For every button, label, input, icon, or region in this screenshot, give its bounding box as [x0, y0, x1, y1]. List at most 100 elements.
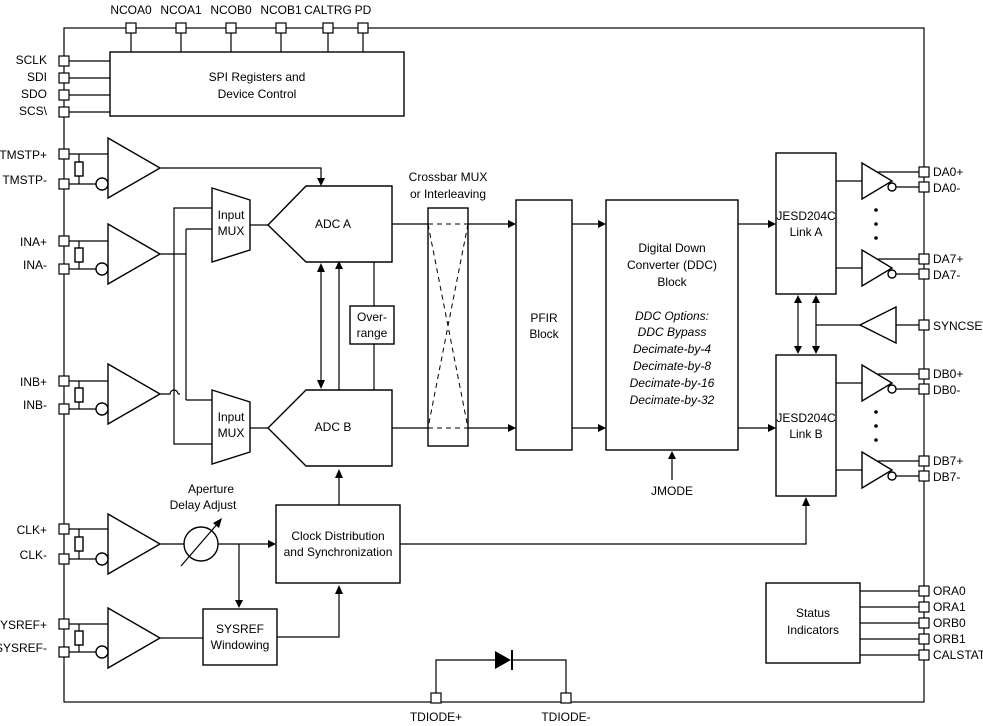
- pin-label-tdiode-n: TDIODE-: [541, 710, 590, 724]
- pin-label-inb-p: INB+: [20, 375, 47, 389]
- adc-interconnect: [317, 261, 375, 390]
- ddc-option-dec4: Decimate-by-4: [633, 342, 711, 356]
- left-spi-pins: SCLK SDI SDO SCS\: [16, 53, 110, 118]
- pin-pad-ncoa1: [175, 22, 187, 34]
- pin-label-sdo: SDO: [21, 87, 47, 101]
- pin-label-ncob1: NCOB1: [260, 3, 302, 17]
- clock-distribution-block: Clock Distribution and Synchronization: [275, 469, 810, 584]
- adc-a-block: ADC A: [267, 185, 393, 263]
- mux-a-label-2: MUX: [218, 224, 245, 238]
- spi-registers-block: SPI Registers and Device Control: [109, 51, 405, 117]
- status-label-1: Status: [796, 606, 830, 620]
- pin-label-sclk: SCLK: [16, 53, 47, 67]
- pin-label-da7-p: DA7+: [933, 252, 963, 266]
- pin-label-ora1: ORA1: [933, 600, 966, 614]
- pin-label-da7-n: DA7-: [933, 268, 960, 282]
- pin-pad-caltrg: [322, 22, 334, 34]
- ddc-label-1: Digital Down: [638, 241, 705, 255]
- input-mux-b: Input MUX: [211, 389, 251, 465]
- input-mux-wiring: [160, 207, 212, 445]
- overrange-block: Over- range: [349, 305, 395, 345]
- mux-b-label-2: MUX: [218, 426, 245, 440]
- jesd-link-a-block: JESD204C Link A: [775, 152, 837, 295]
- pin-label-tmstp-p: TMSTP+: [0, 148, 47, 162]
- pin-label-caltrg: CALTRG: [304, 3, 352, 17]
- pin-label-pd: PD: [355, 3, 372, 17]
- jesd-link-b-block: JESD204C Link B: [775, 354, 837, 497]
- ddc-option-title: DDC Options:: [635, 309, 709, 323]
- clockdist-label-1: Clock Distribution: [291, 529, 384, 543]
- pin-label-sdi: SDI: [27, 70, 47, 84]
- jesd-b-label-2: Link B: [789, 427, 822, 441]
- pin-label-sysref-p: SYSREF+: [0, 618, 47, 632]
- pin-pad-pd: [357, 22, 369, 34]
- right-pins: DA0+ DA0- DA7+ DA7- SYNCSE\ DB0+ DB0- DB…: [918, 165, 983, 662]
- sysref-label-2: Windowing: [211, 638, 270, 652]
- pin-label-syncse: SYNCSE\: [933, 319, 983, 333]
- overrange-label-1: Over-: [357, 310, 387, 324]
- ddc-option-bypass: DDC Bypass: [638, 325, 707, 339]
- adc-b-block: ADC B: [267, 389, 393, 467]
- input-mux-a: Input MUX: [211, 187, 251, 263]
- clk-input: CLK+ CLK-: [17, 512, 184, 576]
- status-label-2: Indicators: [787, 623, 839, 637]
- pin-label-ncob0: NCOB0: [210, 3, 252, 17]
- ddc-block: Digital Down Converter (DDC) Block DDC O…: [605, 199, 739, 451]
- pin-label-scs: SCS\: [19, 104, 48, 118]
- spi-label-2: Device Control: [218, 87, 297, 101]
- ina-input: INA+ INA-: [20, 222, 162, 286]
- pfir-label-1: PFIR: [530, 311, 558, 325]
- pin-label-db7-p: DB7+: [933, 454, 963, 468]
- overrange-label-2: range: [357, 326, 388, 340]
- pin-label-tdiode-p: TDIODE+: [410, 710, 462, 724]
- sysref-label-1: SYSREF: [216, 622, 264, 636]
- pin-pad-ncob1: [275, 22, 287, 34]
- pfir-label-2: Block: [529, 327, 559, 341]
- clockdist-label-2: and Synchronization: [284, 545, 393, 559]
- crossbar-mux-block: Crossbar MUX or Interleaving: [409, 170, 488, 447]
- pin-label-inb-n: INB-: [23, 398, 47, 412]
- status-indicators-block: Status Indicators: [765, 582, 919, 664]
- pin-label-sysref-n: SYSREF-: [0, 641, 47, 655]
- temperature-diode: TDIODE+ TDIODE-: [410, 650, 591, 724]
- spi-label-1: SPI Registers and: [209, 70, 306, 84]
- mux-a-label-1: Input: [218, 208, 245, 222]
- tmstp-input: TMSTP+ TMSTP-: [0, 136, 325, 200]
- pin-label-tmstp-n: TMSTP-: [2, 173, 47, 187]
- pin-pad-ncob0: [225, 22, 237, 34]
- pin-label-orb0: ORB0: [933, 616, 966, 630]
- pin-label-orb1: ORB1: [933, 632, 966, 646]
- aperture-delay-adjust: Aperture Delay Adjust: [170, 482, 276, 608]
- output-drivers-a: [836, 161, 919, 288]
- pin-label-calstat: CALSTAT: [933, 648, 983, 662]
- pin-label-clk-p: CLK+: [17, 523, 47, 537]
- ddc-label-2: Converter (DDC): [627, 258, 717, 272]
- pin-label-ncoa0: NCOA0: [110, 3, 152, 17]
- sysref-input: SYSREF+ SYSREF-: [0, 606, 203, 670]
- pin-label-clk-n: CLK-: [20, 548, 47, 562]
- pin-label-ina-p: INA+: [20, 235, 47, 249]
- pin-label-db0-p: DB0+: [933, 367, 963, 381]
- ddc-option-dec8: Decimate-by-8: [633, 359, 711, 373]
- diode-icon: [495, 651, 511, 669]
- adc-b-label: ADC B: [315, 420, 352, 434]
- crossbar-label-1: Crossbar MUX: [409, 170, 488, 184]
- jesd-a-label-1: JESD204C: [776, 209, 836, 223]
- output-drivers-b: [836, 363, 919, 490]
- jesd-a-label-2: Link A: [790, 225, 823, 239]
- jmode-label: JMODE: [651, 484, 693, 498]
- chip-outline: [63, 27, 925, 703]
- ddc-label-3: Block: [657, 275, 687, 289]
- pin-label-ncoa1: NCOA1: [160, 3, 202, 17]
- pin-label-ina-n: INA-: [23, 258, 47, 272]
- pin-label-db7-n: DB7-: [933, 470, 960, 484]
- mux-b-label-1: Input: [218, 410, 245, 424]
- pfir-block: PFIR Block: [515, 199, 573, 451]
- pin-label-db0-n: DB0-: [933, 383, 960, 397]
- sysref-windowing-block: SYSREF Windowing: [202, 585, 343, 666]
- pin-label-da0-n: DA0-: [933, 181, 960, 195]
- jesd-interlink: [794, 295, 919, 354]
- aperture-label-2: Delay Adjust: [170, 498, 237, 512]
- top-pins: NCOA0 NCOA1 NCOB0 NCOB1 CALTRG PD: [110, 3, 372, 52]
